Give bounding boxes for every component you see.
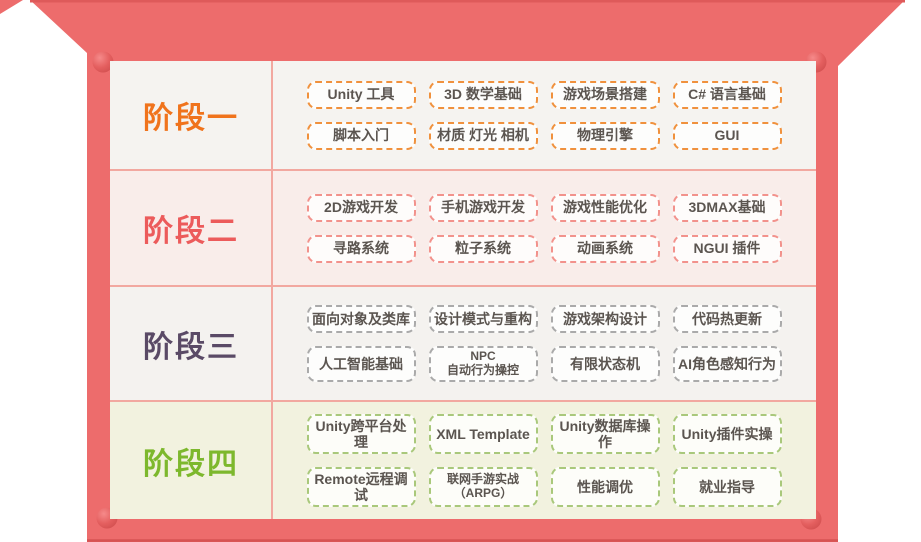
- course-tag: Remote远程调试: [306, 467, 416, 508]
- stage-row-2: 阶段二 2D游戏开发手机游戏开发游戏性能优化 3DMAX基础寻路系统粒子系统动画系统…: [110, 171, 816, 287]
- course-tag: Unity数据库操作: [550, 413, 660, 454]
- course-tag: Unity插件实操: [672, 413, 782, 454]
- course-tag: 手机游戏开发: [428, 193, 538, 222]
- stage-tags-2: 2D游戏开发手机游戏开发游戏性能优化 3DMAX基础寻路系统粒子系统动画系统 NGU…: [272, 171, 816, 285]
- course-tag: 游戏场景搭建: [550, 80, 660, 109]
- tag-line: 寻路系统粒子系统动画系统 NGUI 插件: [278, 234, 810, 263]
- course-tag: 3DMAX基础: [672, 193, 782, 222]
- course-tag: 寻路系统: [306, 234, 416, 263]
- stage-tags-3: 面向对象及类库设计模式与重构游戏架构设计代码热更新人工智能基础 NPC 自动行为操…: [272, 287, 816, 400]
- stage-tags-4: Unity跨平台处理 XML Template Unity数据库操作 Unity插件实…: [272, 402, 816, 519]
- course-tag: 游戏架构设计: [550, 305, 660, 334]
- course-tag: Unity 工具: [306, 80, 416, 109]
- course-tag: 2D游戏开发: [306, 193, 416, 222]
- course-tag: 联网手游实战 （ARPG）: [428, 467, 538, 508]
- course-tag: 游戏性能优化: [550, 193, 660, 222]
- corner-pin-top-left: [92, 51, 114, 73]
- course-tag: 面向对象及类库: [306, 305, 416, 334]
- label-content-divider: [271, 61, 273, 519]
- course-tag: NPC 自动行为操控: [428, 346, 538, 382]
- stage-label-4: 阶段四: [143, 447, 239, 481]
- tag-line: 人工智能基础 NPC 自动行为操控有限状态机 AI角色感知行为: [278, 346, 810, 382]
- stage-label-3: 阶段三: [143, 330, 239, 364]
- stage-row-1: 阶段一 Unity 工具 3D 数学基础游戏场景搭建 C# 语言基础脚本入门材质 灯光…: [110, 61, 816, 171]
- course-tag: C# 语言基础: [672, 80, 782, 109]
- tag-line: 2D游戏开发手机游戏开发游戏性能优化 3DMAX基础: [278, 193, 810, 222]
- course-tag: XML Template: [428, 413, 538, 454]
- course-tag: 物理引擎: [550, 121, 660, 150]
- course-tag: GUI: [672, 121, 782, 150]
- course-tag: Unity跨平台处理: [306, 413, 416, 454]
- stage-label-cell-4: 阶段四: [110, 402, 272, 519]
- course-tag: 设计模式与重构: [428, 305, 538, 334]
- course-tag: AI角色感知行为: [672, 346, 782, 382]
- course-tag: NGUI 插件: [672, 234, 782, 263]
- stage-row-3: 阶段三 面向对象及类库设计模式与重构游戏架构设计代码热更新人工智能基础 NPC 自动…: [110, 287, 816, 402]
- course-tag: 动画系统: [550, 234, 660, 263]
- tag-line: Remote远程调试联网手游实战 （ARPG） 性能调优就业指导: [278, 467, 810, 508]
- frame-corner-triangle: [0, 0, 23, 14]
- tag-line: Unity 工具 3D 数学基础游戏场景搭建 C# 语言基础: [278, 80, 810, 109]
- course-tag: 材质 灯光 相机: [428, 121, 538, 150]
- course-tag: 就业指导: [672, 467, 782, 508]
- tag-line: Unity跨平台处理 XML Template Unity数据库操作 Unity插件实…: [278, 413, 810, 454]
- tag-line: 脚本入门材质 灯光 相机物理引擎 GUI: [278, 121, 810, 150]
- course-tag: 人工智能基础: [306, 346, 416, 382]
- course-tag: 有限状态机: [550, 346, 660, 382]
- stage-label-cell-1: 阶段一: [110, 61, 272, 169]
- tag-line: 面向对象及类库设计模式与重构游戏架构设计代码热更新: [278, 305, 810, 334]
- stage-label-cell-2: 阶段二: [110, 171, 272, 285]
- stage-label-2: 阶段二: [143, 215, 239, 248]
- stage-label-1: 阶段一: [143, 102, 239, 135]
- stage-tags-1: Unity 工具 3D 数学基础游戏场景搭建 C# 语言基础脚本入门材质 灯光 相机…: [272, 61, 816, 169]
- course-tag: 性能调优: [550, 467, 660, 508]
- course-tag: 粒子系统: [428, 234, 538, 263]
- course-tag: 脚本入门: [306, 121, 416, 150]
- course-tag: 代码热更新: [672, 305, 782, 334]
- course-tag: 3D 数学基础: [428, 80, 538, 109]
- curriculum-board: 阶段一 Unity 工具 3D 数学基础游戏场景搭建 C# 语言基础脚本入门材质 灯光…: [110, 61, 816, 519]
- stage-label-cell-3: 阶段三: [110, 287, 272, 400]
